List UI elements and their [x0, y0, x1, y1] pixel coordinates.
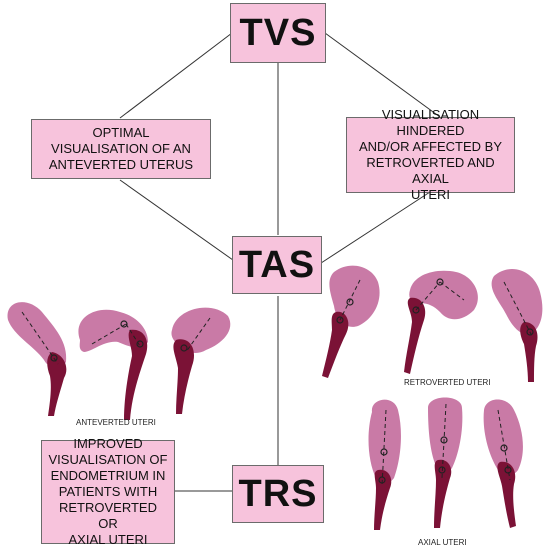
hindered-line-3: RETROVERTED AND AXIAL — [366, 155, 495, 186]
line-optimal-tas — [119, 179, 241, 266]
hindered-visualisation-box: VISUALISATION HINDERED AND/OR AFFECTED B… — [346, 107, 515, 202]
retroverted-caption: RETROVERTED UTERI — [404, 378, 491, 387]
tvs-label: TVS — [239, 11, 317, 54]
tas-label: TAS — [238, 243, 316, 286]
tas-box: TAS — [232, 236, 322, 294]
improved-line-5: RETROVERTED OR — [59, 500, 157, 531]
hindered-line-1: VISUALISATION HINDERED — [381, 107, 480, 138]
optimal-line-3: ANTEVERTED UTERUS — [48, 157, 194, 172]
improved-line-6: AXIAL UTERI — [68, 532, 148, 547]
axial-caption: AXIAL UTERI — [418, 538, 467, 547]
line-hindered-tas — [317, 191, 431, 266]
trs-label: TRS — [238, 472, 318, 515]
improved-visualisation-box: IMPROVED VISUALISATION OF ENDOMETRIUM IN… — [41, 436, 175, 547]
retroverted-uterus-2 — [404, 270, 478, 374]
retroverted-uterus-1 — [322, 265, 380, 378]
line-tvs-optimal — [119, 32, 233, 119]
retroverted-uterus-3 — [491, 269, 543, 382]
improved-line-2: VISUALISATION OF — [48, 452, 168, 467]
tvs-box: TVS — [230, 3, 326, 63]
improved-line-4: PATIENTS WITH — [58, 484, 158, 499]
anteverted-uterus-2 — [78, 309, 148, 420]
improved-line-3: ENDOMETRIUM IN — [50, 468, 166, 483]
hindered-line-2: AND/OR AFFECTED BY — [358, 139, 503, 154]
axial-uterus-1 — [368, 399, 401, 530]
hindered-line-4: UTERI — [411, 187, 450, 202]
anteverted-uterus-3 — [171, 307, 231, 414]
axial-uterus-2 — [428, 397, 463, 528]
line-tvs-hindered — [324, 32, 441, 118]
optimal-line-1: OPTIMAL — [92, 125, 150, 140]
optimal-visualisation-box: OPTIMAL VISUALISATION OF AN ANTEVERTED U… — [31, 119, 211, 179]
improved-line-1: IMPROVED — [73, 436, 143, 451]
optimal-line-2: VISUALISATION OF AN — [51, 141, 191, 156]
axial-uterus-3 — [483, 399, 523, 528]
anteverted-uterus-1 — [7, 302, 67, 416]
anteverted-caption: ANTEVERTED UTERI — [76, 418, 156, 427]
trs-box: TRS — [232, 465, 324, 523]
